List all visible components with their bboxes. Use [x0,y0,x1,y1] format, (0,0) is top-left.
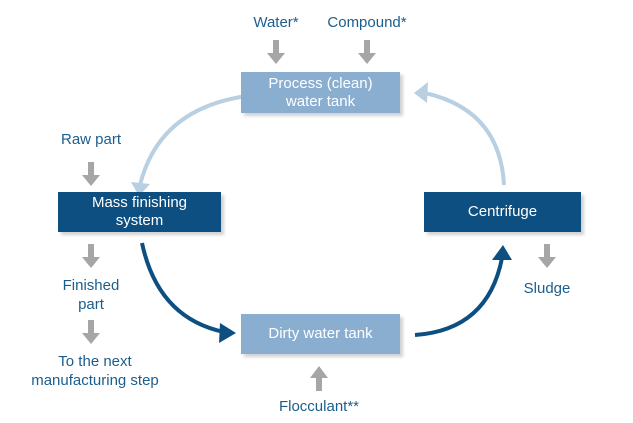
flocculant-label: Flocculant** [278,398,360,415]
dirty-water-tank-box: Dirty water tank [241,314,400,354]
water-label: Water* [253,14,299,31]
arc-centrifuge-to-process [414,82,506,186]
centrifuge-box: Centrifuge [424,192,581,232]
grey-arrow-next-step-out [82,320,100,344]
mass-finishing-system-box: Mass finishing system [58,192,221,232]
grey-arrow-sludge-out [538,244,556,268]
next-step-label: To the next manufacturing step [31,353,159,389]
grey-arrow-finished-part-out [82,244,100,268]
finished-part-label: Finished part [62,277,120,313]
raw-part-label: Raw part [60,131,122,148]
grey-arrow-water-in [267,40,285,64]
sludge-label: Sludge [523,280,571,297]
arc-process-to-mass-finishing [131,93,256,196]
arc-dirty-tank-to-centrifuge [414,245,512,337]
process-water-tank-box: Process (clean) water tank [241,72,400,113]
grey-arrow-compound-in [358,40,376,64]
grey-arrow-flocculant-in [310,366,328,391]
compound-label: Compound* [327,14,407,31]
arc-mass-finishing-to-dirty-tank [140,242,236,343]
grey-arrow-raw-part-in [82,162,100,186]
